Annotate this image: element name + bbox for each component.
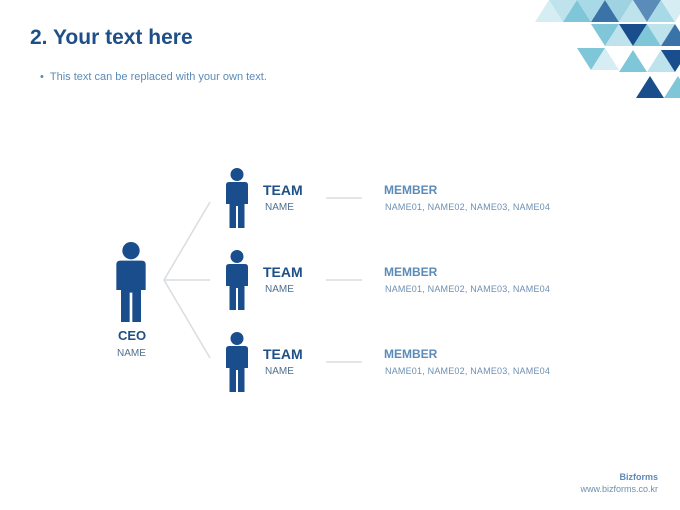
team2-member-names: NAME01, NAME02, NAME03, NAME04 bbox=[385, 284, 551, 294]
ceo-title: CEO bbox=[118, 328, 147, 343]
connector-ceo-team1 bbox=[163, 201, 211, 281]
page-title: 2. Your text here bbox=[30, 26, 193, 49]
intro-text: This text can be replaced with your own … bbox=[49, 71, 267, 83]
decorative-triangles bbox=[535, 0, 680, 98]
team1-name: NAME bbox=[265, 202, 294, 213]
bullet-dot: • bbox=[40, 71, 44, 83]
brand-url: www.bizforms.co.kr bbox=[580, 484, 658, 494]
team3-name: NAME bbox=[265, 366, 294, 377]
team1-title: TEAM bbox=[263, 182, 303, 198]
team3-title: TEAM bbox=[263, 346, 303, 362]
team2-name: NAME bbox=[265, 284, 294, 295]
team1-member-title: MEMBER bbox=[384, 183, 438, 197]
team3-member-title: MEMBER bbox=[384, 347, 438, 361]
team1-person-icon bbox=[226, 168, 248, 228]
connector-ceo-team3 bbox=[163, 279, 211, 359]
brand-name: Bizforms bbox=[619, 472, 658, 482]
ceo-person-icon bbox=[116, 242, 146, 322]
footer-brand: Bizforms www.bizforms.co.kr bbox=[580, 472, 658, 494]
team2-member-title: MEMBER bbox=[384, 265, 438, 279]
team2-person-icon bbox=[226, 250, 248, 310]
team3-member-names: NAME01, NAME02, NAME03, NAME04 bbox=[385, 366, 551, 376]
ceo-name: NAME bbox=[117, 348, 146, 359]
team2-title: TEAM bbox=[263, 264, 303, 280]
team3-person-icon bbox=[226, 332, 248, 392]
team1-member-names: NAME01, NAME02, NAME03, NAME04 bbox=[385, 202, 551, 212]
intro-bullet: • This text can be replaced with your own… bbox=[40, 71, 267, 83]
